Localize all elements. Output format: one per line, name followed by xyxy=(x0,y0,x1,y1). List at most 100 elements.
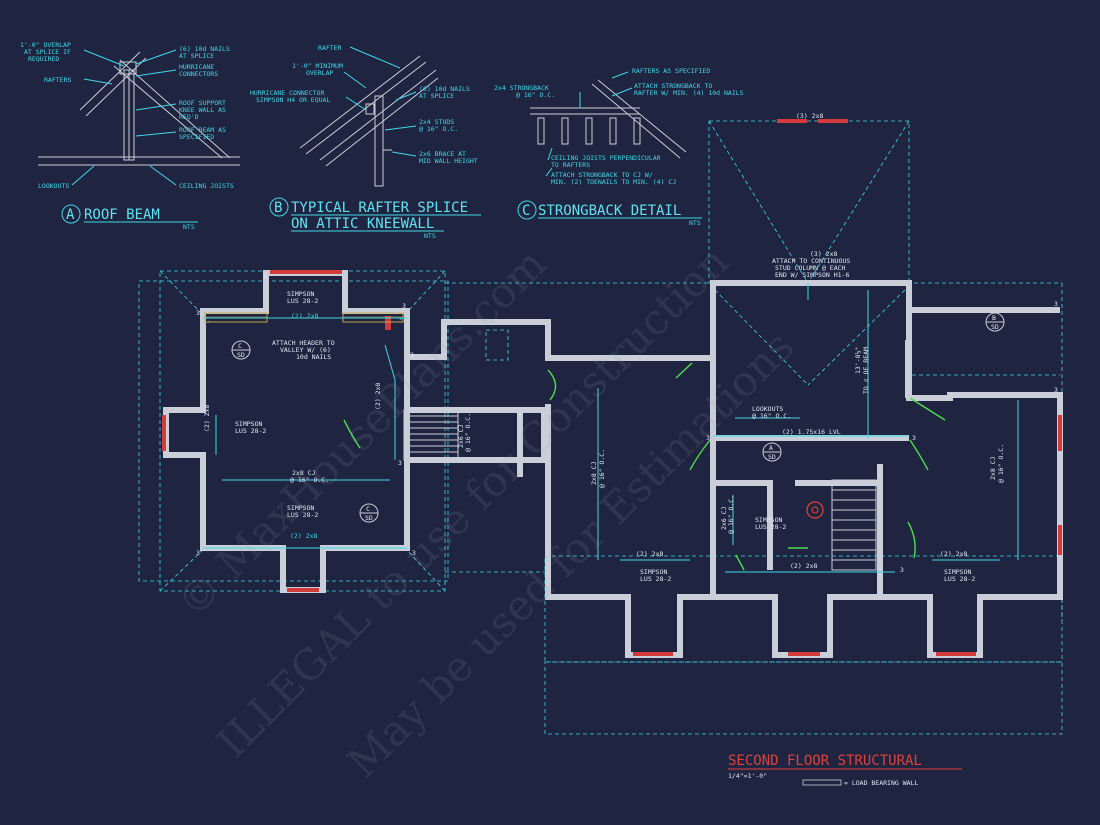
detail-c-note: ATTACH STRONGBACK TO CJ W/ xyxy=(551,171,653,179)
detail-c-title: STRONGBACK DETAIL xyxy=(538,203,681,219)
label-top-3x8: (3) 2x8 xyxy=(796,112,823,120)
detail-a-note: REQ'D xyxy=(179,113,199,121)
point-number: 3 xyxy=(196,549,200,557)
detail-c-note: CEILING JOISTS PERPENDICULAR xyxy=(551,154,661,162)
detail-c-note: RAFTER W/ MIN. (4) 10d NAILS xyxy=(634,89,744,97)
label-lookouts: LOOKOUTS xyxy=(752,405,783,413)
detail-a-scale: NTS xyxy=(183,223,195,231)
detail-a-note: AT SPLICE IF xyxy=(24,48,71,56)
svg-text:SD: SD xyxy=(365,514,373,522)
svg-text:SD: SD xyxy=(237,351,245,359)
detail-b-note: (6) 10d NAILS xyxy=(419,85,470,93)
detail-a-title: ROOF BEAM xyxy=(84,207,160,223)
strongback-blocks xyxy=(537,117,641,145)
label-beam-dim: TO ¢ OF BEAM xyxy=(862,347,870,394)
point-number: 3 xyxy=(900,566,904,574)
detail-c-note: RAFTERS AS SPECIFIED xyxy=(632,67,710,75)
svg-text:A: A xyxy=(769,444,773,452)
label-attach-header: ATTACH HEADER TO xyxy=(272,339,335,347)
label-bay-right: (2) 2x8 xyxy=(940,550,967,558)
label-attach-stud: ATTACH TO CONTINUOUS xyxy=(772,257,850,265)
point-number: 3 xyxy=(196,309,200,317)
detail-b-marker xyxy=(269,197,289,217)
label-simpson-left: SIMPSON xyxy=(235,420,262,428)
label-bath-cj: @ 16" O.C. xyxy=(727,495,735,534)
detail-b-rafter-splice: RAFTER 1'-0" MINIMUM OVERLAP (6) 10d NAI… xyxy=(250,44,481,240)
label-bay-right: SIMPSON xyxy=(944,568,971,576)
point-number: 3 xyxy=(1054,386,1058,394)
point-number: 3 xyxy=(398,459,402,467)
detail-c-marker xyxy=(517,200,537,220)
label-beam-dim: 13'-8½" xyxy=(854,347,862,374)
section-marker: B SD xyxy=(985,312,1005,332)
legend-load-bearing: = LOAD BEARING WALL xyxy=(844,779,918,787)
detail-b-note: 2x6 BRACE AT xyxy=(419,150,466,158)
detail-b-note: @ 16" O.C. xyxy=(419,125,458,133)
label-cj-mid: 2x8 CJ xyxy=(590,461,598,485)
point-number: 3 xyxy=(912,434,916,442)
label-bay-left: LUS 28-2 xyxy=(640,575,671,583)
point-number: 3 xyxy=(412,549,416,557)
section-marker: A SD xyxy=(762,442,782,462)
stair-treads-left xyxy=(403,409,459,461)
svg-text:SD: SD xyxy=(768,453,776,461)
detail-a-letter: A xyxy=(66,207,75,223)
label-cj-mid: @ 16" O.C. xyxy=(598,449,606,488)
label-header-2x8: (2) 2x8 xyxy=(291,312,318,320)
detail-b-note: RAFTER xyxy=(318,44,342,52)
svg-text:SD: SD xyxy=(991,323,999,331)
detail-b-title-line2: ON ATTIC KNEEWALL xyxy=(291,216,434,232)
detail-a-note: KNEE WALL AS xyxy=(179,106,226,114)
detail-c-note: 2x4 STRONGBACK xyxy=(494,84,549,92)
watermark: © MaxHousePlans.com ILLEGAL to use for C… xyxy=(167,237,803,787)
label-attach-stud: STUD COLUMN @ EACH xyxy=(775,264,846,272)
detail-c-note: @ 16" O.C. xyxy=(516,91,555,99)
detail-a-note: REQUIRED xyxy=(28,55,59,63)
detail-b-note: 1'-0" MINIMUM xyxy=(292,62,343,70)
detail-c-note: ATTACH STRONGBACK TO xyxy=(634,82,712,90)
detail-a-note: (6) 10d NAILS xyxy=(179,45,230,53)
label-bottom-2x8: (2) 2x8 xyxy=(290,532,317,540)
svg-text:C: C xyxy=(366,505,370,513)
label-simpson-bottom: LUS 28-2 xyxy=(287,511,318,519)
drawing-scale: 1/4"=1'-0" xyxy=(728,772,767,780)
label-bath-2x8: (2) 2x8 xyxy=(790,562,817,570)
detail-c-note: TO RAFTERS xyxy=(551,161,590,169)
detail-a-note: LOOKOUTS xyxy=(38,182,69,190)
detail-a-note: SPECIFIED xyxy=(179,133,214,141)
detail-b-note: AT SPLICE xyxy=(419,92,454,100)
point-number: 3 xyxy=(1054,300,1058,308)
detail-b-title-line1: TYPICAL RAFTER SPLICE xyxy=(291,200,468,216)
detail-a-note: CONNECTORS xyxy=(179,70,218,78)
label-simpson-bottom: SIMPSON xyxy=(287,504,314,512)
label-stair-2x8: (2) 2x8 xyxy=(374,383,382,410)
label-simpson-top: SIMPSON xyxy=(287,290,314,298)
label-cj-right: 2x8 CJ xyxy=(989,456,997,480)
detail-a-note: CEILING JOISTS xyxy=(179,182,234,190)
label-small-cj: 2x6 CJ xyxy=(457,424,465,448)
detail-c-scale: NTS xyxy=(689,219,701,227)
detail-a-marker xyxy=(61,204,81,224)
drawing-title: SECOND FLOOR STRUCTURAL xyxy=(728,753,922,769)
detail-c-note: MIN. (2) TOENAILS TO MIN. (4) CJ xyxy=(551,178,676,186)
label-lookouts: @ 16" O.C. xyxy=(752,412,791,420)
windows xyxy=(162,119,1062,656)
detail-b-note: OVERLAP xyxy=(306,69,333,77)
label-attach-header: 10d NAILS xyxy=(296,353,331,361)
sheet-title-block: SECOND FLOOR STRUCTURAL 1/4"=1'-0" = LOA… xyxy=(728,753,962,787)
label-bay-right: LUS 28-2 xyxy=(944,575,975,583)
detail-a-note: RAFTERS xyxy=(44,76,71,84)
watermark-line1: © MaxHousePlans.com xyxy=(167,239,555,627)
label-bay-left: (2) 2x8 xyxy=(636,550,663,558)
detail-c-letter: C xyxy=(522,203,530,219)
detail-c-strongback: 2x4 STRONGBACK @ 16" O.C. RAFTERS AS SPE… xyxy=(494,67,744,227)
detail-a-note: ROOF BEAM AS xyxy=(179,126,226,134)
label-attach-stud: (3) 2x8 xyxy=(810,250,837,258)
load-bearing-wall-swatch xyxy=(802,779,842,786)
point-number: 3 xyxy=(410,351,414,359)
section-marker: C SD xyxy=(359,503,379,523)
point-number: 3 xyxy=(263,272,267,280)
detail-a-note: AT SPLICE xyxy=(179,52,214,60)
detail-a-note: HURRICANE xyxy=(179,63,214,71)
